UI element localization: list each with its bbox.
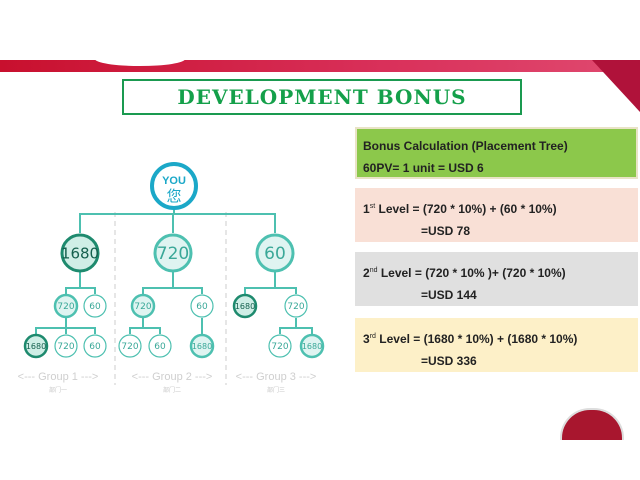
tree-node-value: 1680 <box>61 244 99 262</box>
group-label: <--- Group 2 ---> <box>132 371 213 383</box>
tree-node <box>23 333 49 359</box>
level-3-box: 3rd Level = (1680 * 10%) + (1680 * 10%) … <box>355 318 638 372</box>
tree-connector <box>65 287 96 294</box>
tree-node-value: 60 <box>154 342 166 352</box>
tree-connector <box>142 287 203 294</box>
tree-node <box>130 293 156 319</box>
page-title: DEVELOPMENT BONUS <box>177 85 467 109</box>
tree-node-value: 1680 <box>26 342 46 351</box>
header-corner <box>592 60 640 112</box>
level-sup: st <box>369 203 376 210</box>
level-sup: rd <box>369 333 376 340</box>
tree-node <box>268 334 292 358</box>
calc-header: Bonus Calculation (Placement Tree) <box>363 139 568 153</box>
tree-node-value: 720 <box>271 342 288 352</box>
tree-node <box>255 233 295 273</box>
tree-node <box>118 334 142 358</box>
level-result: =USD 144 <box>421 288 477 302</box>
tree-node-value: 720 <box>57 342 74 352</box>
group-label: <--- Group 1 ---> <box>18 371 99 383</box>
tree-node-value: 720 <box>134 302 151 312</box>
level-formula: Level = (1680 * 10%) + (1680 * 10%) <box>379 332 578 346</box>
header-swoosh <box>95 52 185 66</box>
level-formula: Level = (720 * 10%) + (60 * 10%) <box>378 202 557 216</box>
group-label: <--- Group 3 ---> <box>236 371 317 383</box>
tree-node <box>83 334 107 358</box>
seal-logo <box>560 408 624 440</box>
tree-node <box>299 333 325 359</box>
tree-node-value: 1680 <box>192 342 212 351</box>
level-formula: Level = (720 * 10% )+ (720 * 10%) <box>380 266 566 280</box>
tree-node <box>284 294 308 318</box>
tree-connector <box>279 327 313 334</box>
level-num: 2 <box>363 266 370 280</box>
calc-header-box: Bonus Calculation (Placement Tree) 60PV=… <box>355 127 638 179</box>
root-label-cn: 您 <box>166 188 181 205</box>
tree-connector <box>129 327 161 334</box>
level-1-box: 1st Level = (720 * 10%) + (60 * 10%) =US… <box>355 188 638 242</box>
tree-connector <box>79 213 276 233</box>
tree-node <box>232 293 258 319</box>
tree-node <box>148 334 172 358</box>
tree-node-value: 60 <box>264 244 286 264</box>
root-node <box>150 162 198 210</box>
tree-node-value: 720 <box>287 302 304 312</box>
tree-node-value: 60 <box>89 342 101 352</box>
level-num: 3 <box>363 332 370 346</box>
calc-unit: 60PV= 1 unit = USD 6 <box>363 161 484 175</box>
tree-node <box>83 294 107 318</box>
title-box: DEVELOPMENT BONUS <box>122 79 522 115</box>
tree-node <box>153 233 193 273</box>
tree-node-value: 720 <box>121 342 138 352</box>
tree-connector <box>244 287 297 294</box>
level-result: =USD 336 <box>421 354 477 368</box>
tree-node-value: 60 <box>196 302 208 312</box>
level-2-box: 2nd Level = (720 * 10% )+ (720 * 10%) =U… <box>355 252 638 306</box>
tree-node <box>189 333 215 359</box>
tree-node-value: 720 <box>157 244 189 264</box>
root-label: YOU <box>162 175 186 187</box>
tree-node-value: 1680 <box>302 342 322 351</box>
tree-node <box>54 334 78 358</box>
group-sublabel: 部门一 <box>49 386 67 394</box>
tree-node <box>190 294 214 318</box>
tree-node <box>53 293 79 319</box>
level-num: 1 <box>363 202 370 216</box>
tree-node <box>60 233 100 273</box>
tree-node-value: 720 <box>57 302 74 312</box>
tree-node-value: 60 <box>89 302 101 312</box>
level-result: =USD 78 <box>421 224 471 238</box>
group-sublabel: 部门三 <box>267 386 285 394</box>
tree-node-value: 1680 <box>235 302 255 311</box>
group-sublabel: 部门二 <box>163 386 181 394</box>
level-sup: nd <box>369 267 378 274</box>
